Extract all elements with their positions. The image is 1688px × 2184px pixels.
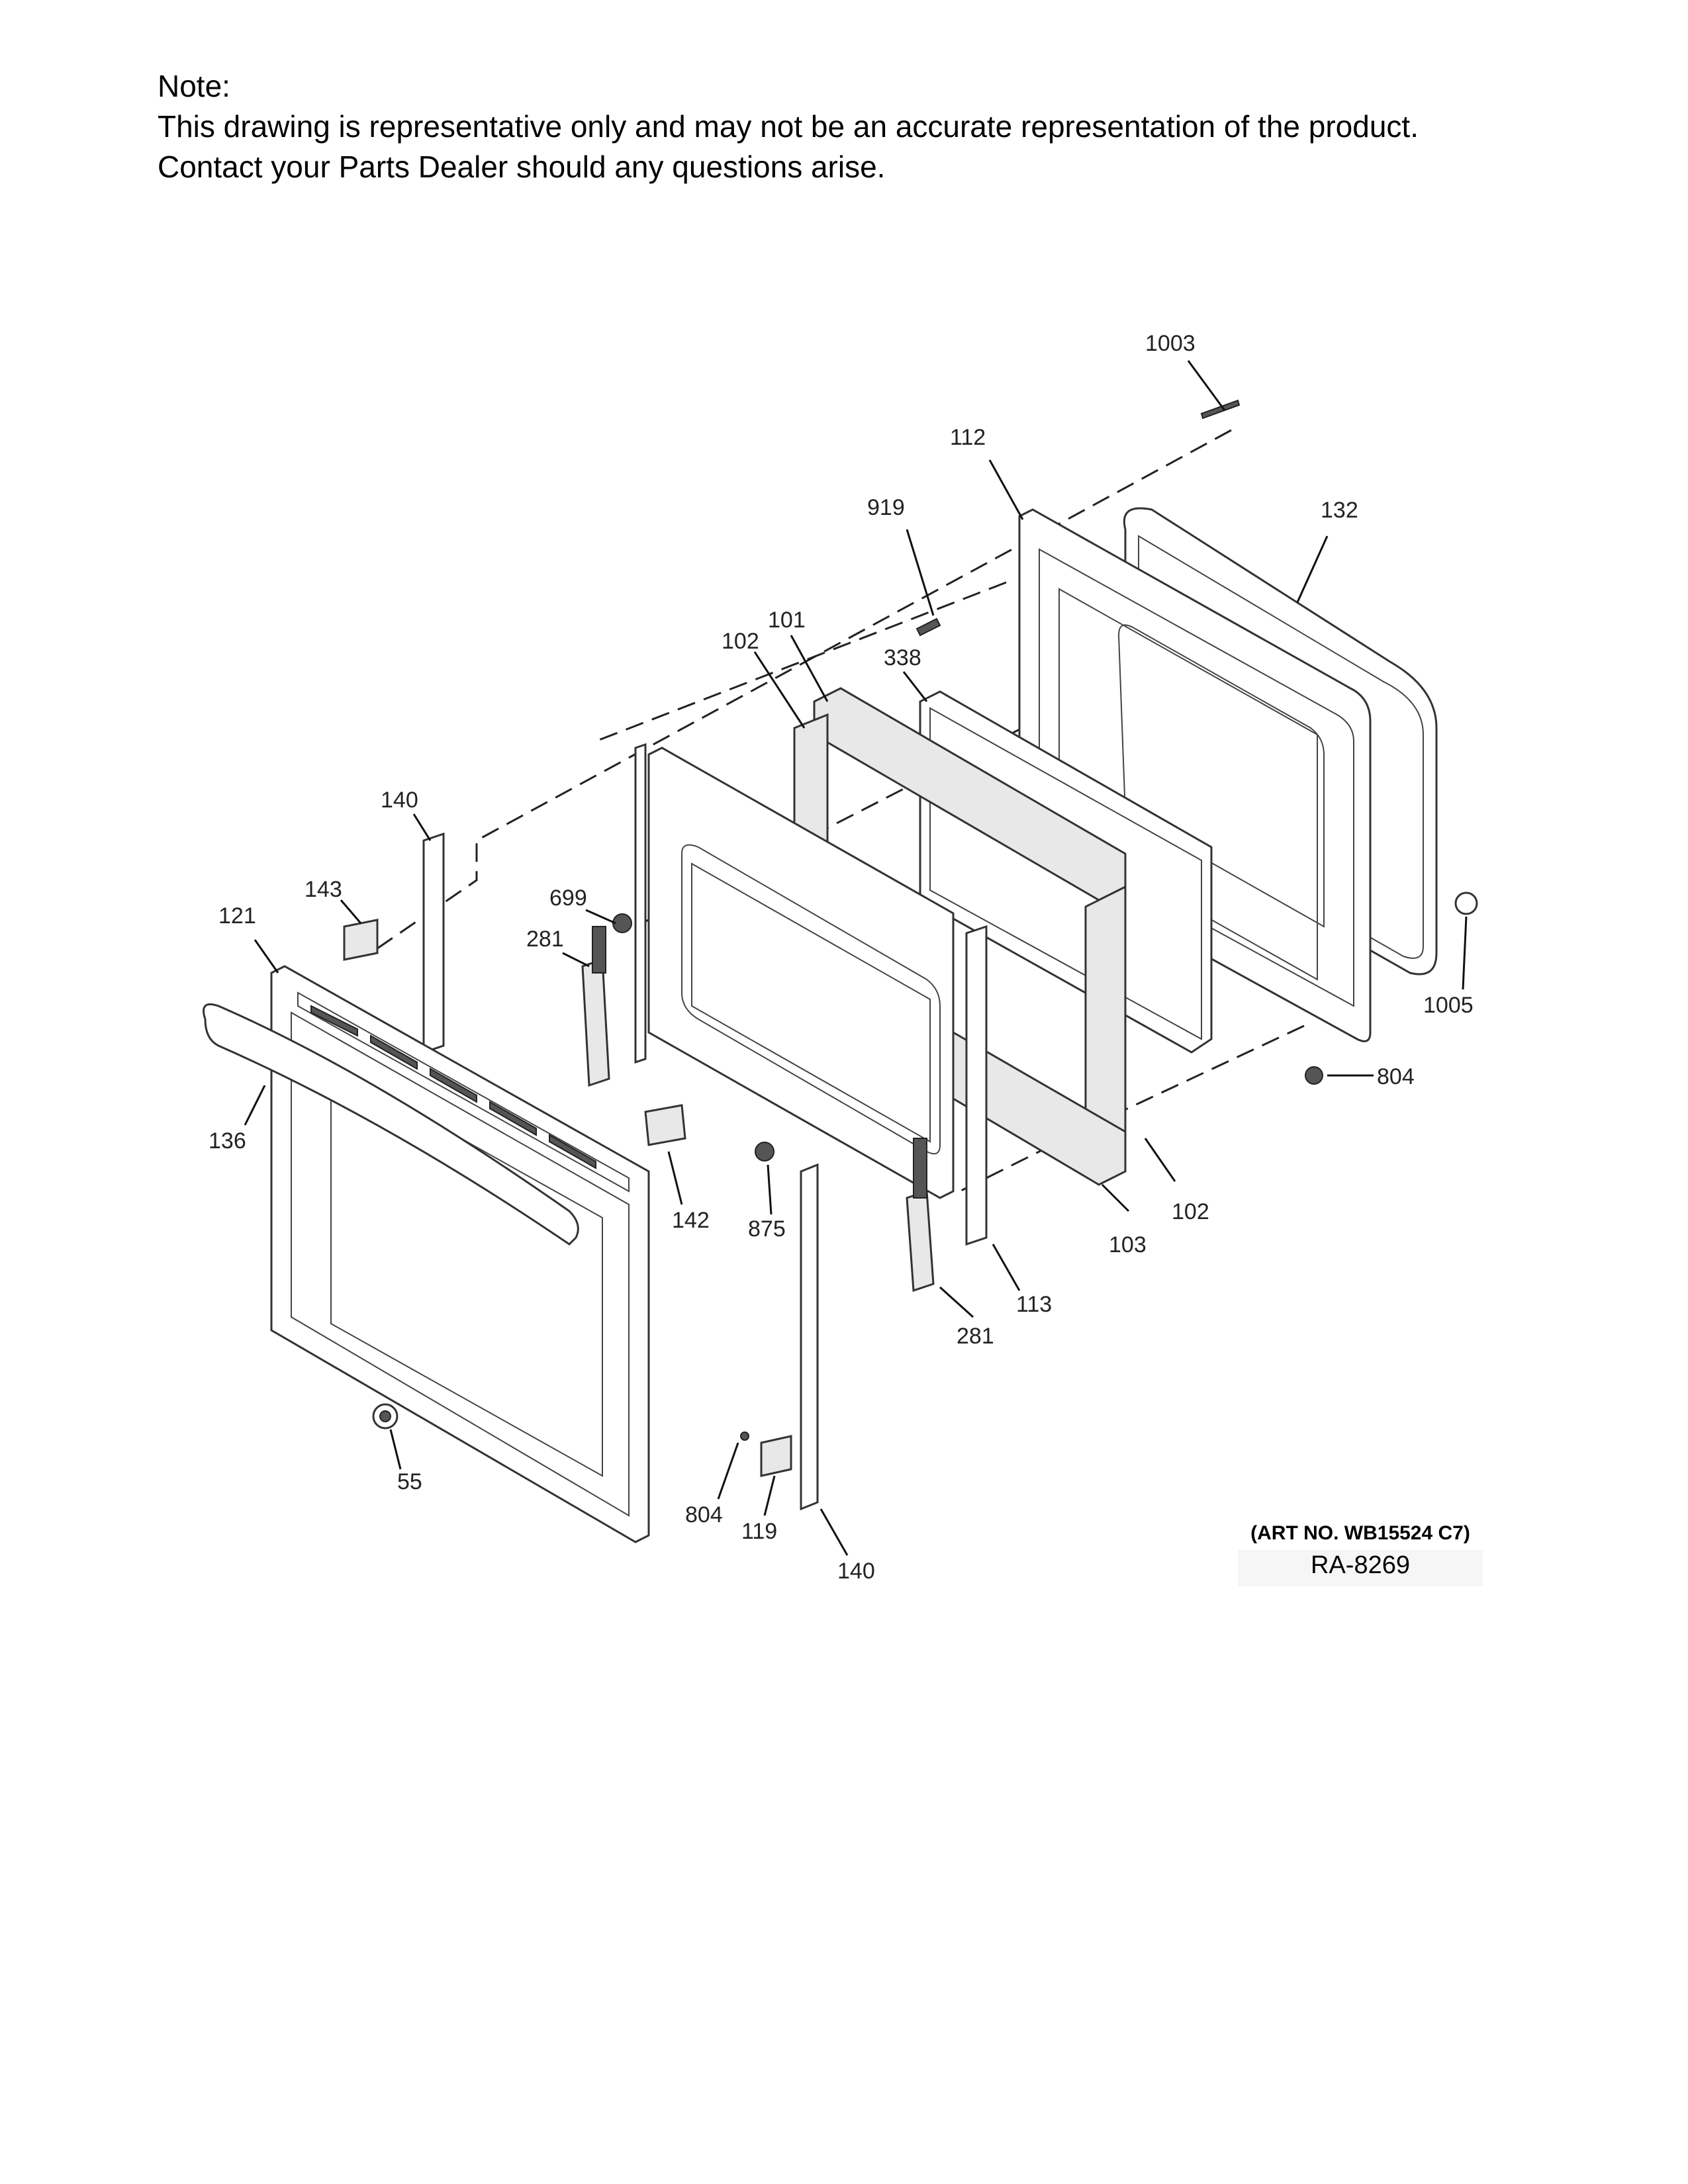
callout-699: 699 [549, 886, 587, 911]
door-handle-136 [203, 1003, 579, 1246]
callout-numbers: 1003 112 132 919 101 102 338 140 143 121… [209, 331, 1474, 1584]
inner-door-panel [647, 747, 955, 1199]
callout-113: 113 [1016, 1292, 1052, 1317]
door-vents [310, 1005, 596, 1169]
callout-102-upper: 102 [722, 629, 759, 654]
art-number-box: (ART NO. WB15524 C7) RA-8269 [1238, 1522, 1483, 1586]
callout-140-upper: 140 [381, 788, 418, 813]
note-line-1: This drawing is representative only and … [158, 109, 1419, 144]
callout-112: 112 [950, 425, 986, 450]
callout-142: 142 [672, 1208, 710, 1233]
callout-140-lower: 140 [837, 1559, 875, 1584]
inner-door-liner-112 [1018, 508, 1372, 1042]
callout-919: 919 [867, 495, 905, 520]
callout-1003: 1003 [1145, 331, 1196, 356]
note-line-2: Contact your Parts Dealer should any que… [158, 150, 886, 184]
callout-121: 121 [218, 903, 256, 929]
callout-338: 338 [884, 645, 921, 670]
callout-281-upper: 281 [526, 927, 564, 952]
side-rails [422, 743, 988, 1511]
callout-55: 55 [397, 1469, 422, 1494]
callout-804-lower: 804 [685, 1502, 723, 1527]
callout-132: 132 [1321, 498, 1358, 523]
note-heading: Note: [158, 69, 230, 103]
callout-119: 119 [741, 1519, 777, 1544]
callout-101: 101 [768, 608, 806, 633]
callout-281-lower: 281 [957, 1324, 994, 1349]
callout-leaders [244, 360, 1468, 1556]
callout-103: 103 [1109, 1232, 1147, 1257]
callout-143: 143 [305, 877, 342, 902]
callout-875: 875 [748, 1216, 786, 1242]
drawing-note: Note: This drawing is representative onl… [158, 66, 1419, 187]
small-hardware [343, 399, 1478, 1477]
callout-804-right: 804 [1377, 1064, 1415, 1089]
art-number: (ART NO. WB15524 C7) [1250, 1522, 1470, 1544]
ra-code: RA-8269 [1238, 1550, 1483, 1586]
callout-102-lower: 102 [1172, 1199, 1209, 1224]
hinges-281 [581, 926, 935, 1293]
callout-136: 136 [209, 1128, 246, 1154]
callout-1005: 1005 [1423, 993, 1474, 1018]
